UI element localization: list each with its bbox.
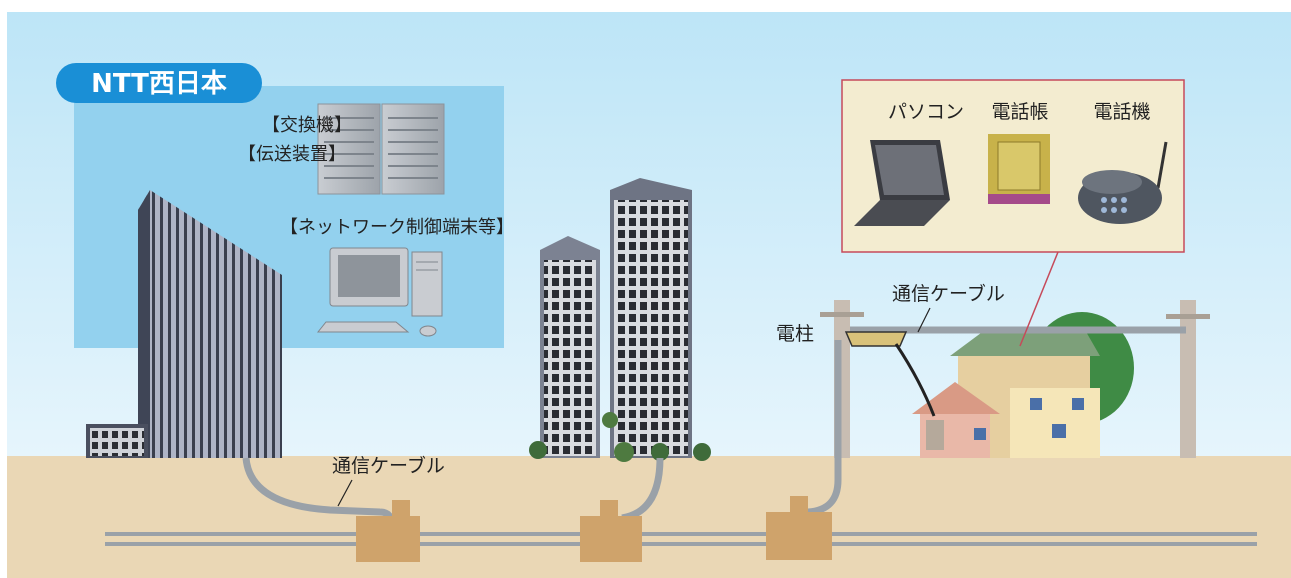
pole-label: 電柱	[776, 323, 814, 345]
network-terminal-icon	[316, 247, 443, 337]
house	[912, 312, 1134, 458]
exchange-label: 【交換機】	[262, 115, 352, 136]
aerial-cable-leader	[917, 307, 931, 333]
device-label-phonebook: 電話帳	[991, 101, 1048, 123]
exchange-server-icon	[317, 103, 445, 195]
underground-cable-label: 通信ケーブル	[332, 454, 445, 477]
drop-wire	[894, 343, 936, 417]
ntt-west-badge: NTT西日本	[56, 63, 262, 103]
device-panel: パソコン 電話帳 電話機	[841, 79, 1185, 347]
transmission-label: 【伝送装置】	[238, 144, 346, 165]
city-buildings	[529, 178, 711, 462]
manholes	[356, 496, 832, 562]
ntt-office-building	[86, 190, 282, 458]
phonebook-icon	[988, 134, 1050, 204]
ground	[7, 456, 1291, 578]
device-label-telephone: 電話機	[1093, 101, 1150, 123]
ntt-west-label: NTT西日本	[91, 69, 227, 99]
laptop-icon	[854, 140, 950, 226]
aerial-cable-label: 通信ケーブル	[892, 282, 1005, 305]
telephone-icon	[1078, 141, 1168, 224]
underground-conduit	[105, 532, 1257, 546]
riser-cable-pole	[800, 340, 842, 516]
device-label-laptop: パソコン	[888, 101, 964, 123]
network-terminal-label: 【ネットワーク制御端末等】	[280, 217, 514, 238]
underground-cable-leader	[337, 479, 353, 507]
closure-box	[844, 331, 908, 347]
